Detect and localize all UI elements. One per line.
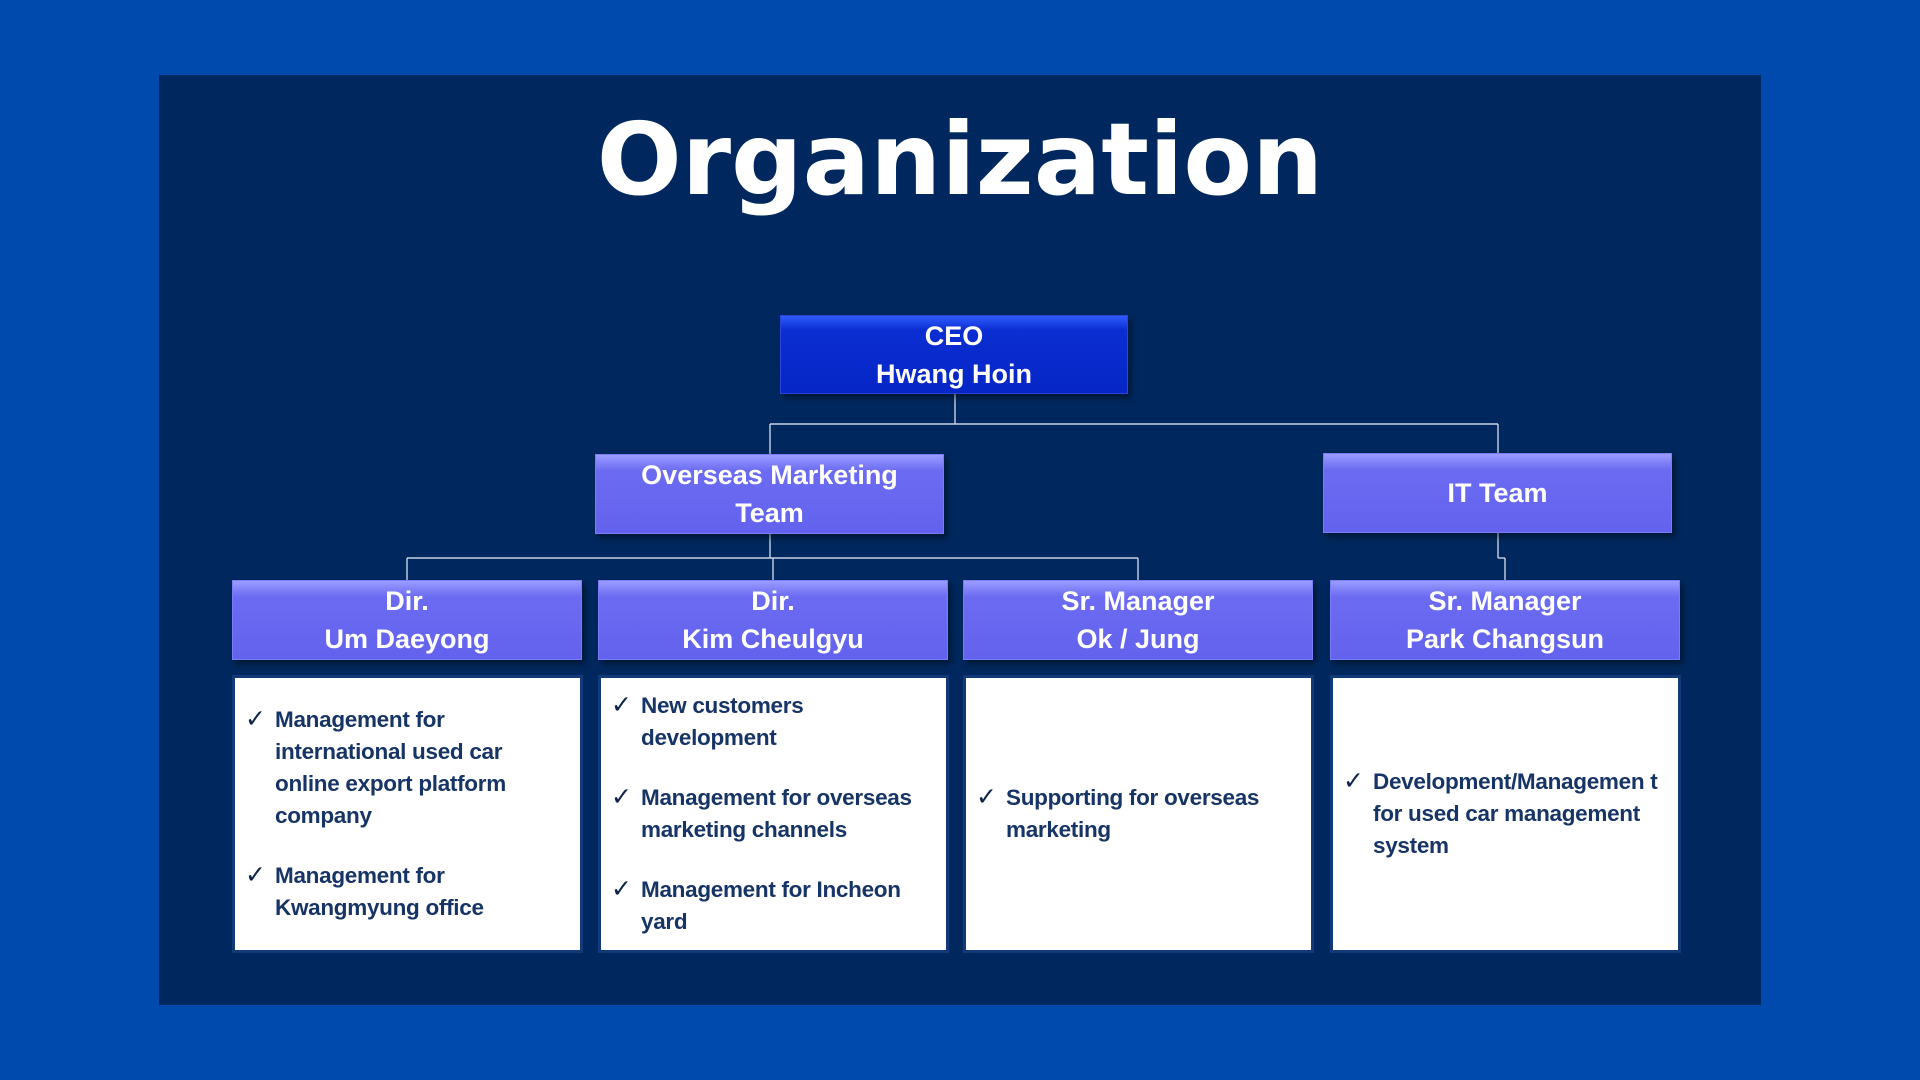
task-text: New customers development [641, 693, 804, 750]
ceo-name: Hwang Hoin [876, 358, 1032, 389]
team-label: Team [735, 498, 804, 528]
task-box-kim-cheulgyu: ✓ New customers development ✓ Management… [598, 675, 949, 953]
member-box-um-daeyong: Dir. Um Daeyong [232, 580, 582, 660]
task-text: Development/Managemen t for used car man… [1373, 769, 1658, 858]
checkmark-icon: ✓ [1343, 767, 1364, 795]
member-name: Park Changsun [1405, 624, 1605, 654]
checkmark-icon: ✓ [611, 875, 632, 903]
task-text: Management for international used car on… [275, 707, 506, 828]
ceo-box: CEO Hwang Hoin [780, 315, 1128, 394]
task-item: ✓ Management for overseas marketing chan… [611, 782, 938, 846]
checkmark-icon: ✓ [245, 861, 266, 889]
ceo-role: CEO [924, 320, 984, 351]
member-box-ok-jung: Sr. Manager Ok / Jung [963, 580, 1313, 660]
member-role: Sr. Manager [1428, 586, 1582, 616]
checkmark-icon: ✓ [611, 783, 632, 811]
checkmark-icon: ✓ [976, 783, 997, 811]
team-box-it: IT Team [1323, 453, 1672, 533]
task-item: ✓ Management for Incheon yard [611, 874, 938, 938]
team-box-overseas-marketing: Overseas Marketing Team [595, 454, 944, 534]
member-role: Dir. [751, 586, 795, 616]
task-box-ok-jung: ✓ Supporting for overseas marketing [963, 675, 1314, 953]
task-item: ✓ Supporting for overseas marketing [976, 782, 1303, 846]
member-box-park-changsun: Sr. Manager Park Changsun [1330, 580, 1680, 660]
member-role: Dir. [385, 586, 429, 616]
member-name: Ok / Jung [1076, 624, 1200, 654]
task-box-park-changsun: ✓ Development/Managemen t for used car m… [1330, 675, 1681, 953]
team-label: Overseas Marketing [641, 460, 898, 490]
checkmark-icon: ✓ [611, 691, 632, 719]
member-box-kim-cheulgyu: Dir. Kim Cheulgyu [598, 580, 948, 660]
slide-title: Organization [596, 101, 1324, 218]
task-text: Supporting for overseas marketing [1006, 785, 1260, 842]
task-text: Management for Kwangmyung office [275, 863, 484, 920]
member-name: Kim Cheulgyu [682, 624, 864, 654]
checkmark-icon: ✓ [245, 705, 266, 733]
task-text: Management for overseas marketing channe… [641, 785, 912, 842]
member-name: Um Daeyong [324, 624, 490, 654]
task-item: ✓ New customers development [611, 690, 938, 754]
task-item: ✓ Development/Managemen t for used car m… [1343, 766, 1670, 862]
member-role: Sr. Manager [1061, 586, 1215, 616]
task-item: ✓ Management for international used car … [245, 704, 572, 832]
task-item: ✓ Management for Kwangmyung office [245, 860, 572, 924]
task-box-um-daeyong: ✓ Management for international used car … [232, 675, 583, 953]
task-text: Management for Incheon yard [641, 877, 901, 934]
team-label: IT Team [1447, 478, 1548, 508]
